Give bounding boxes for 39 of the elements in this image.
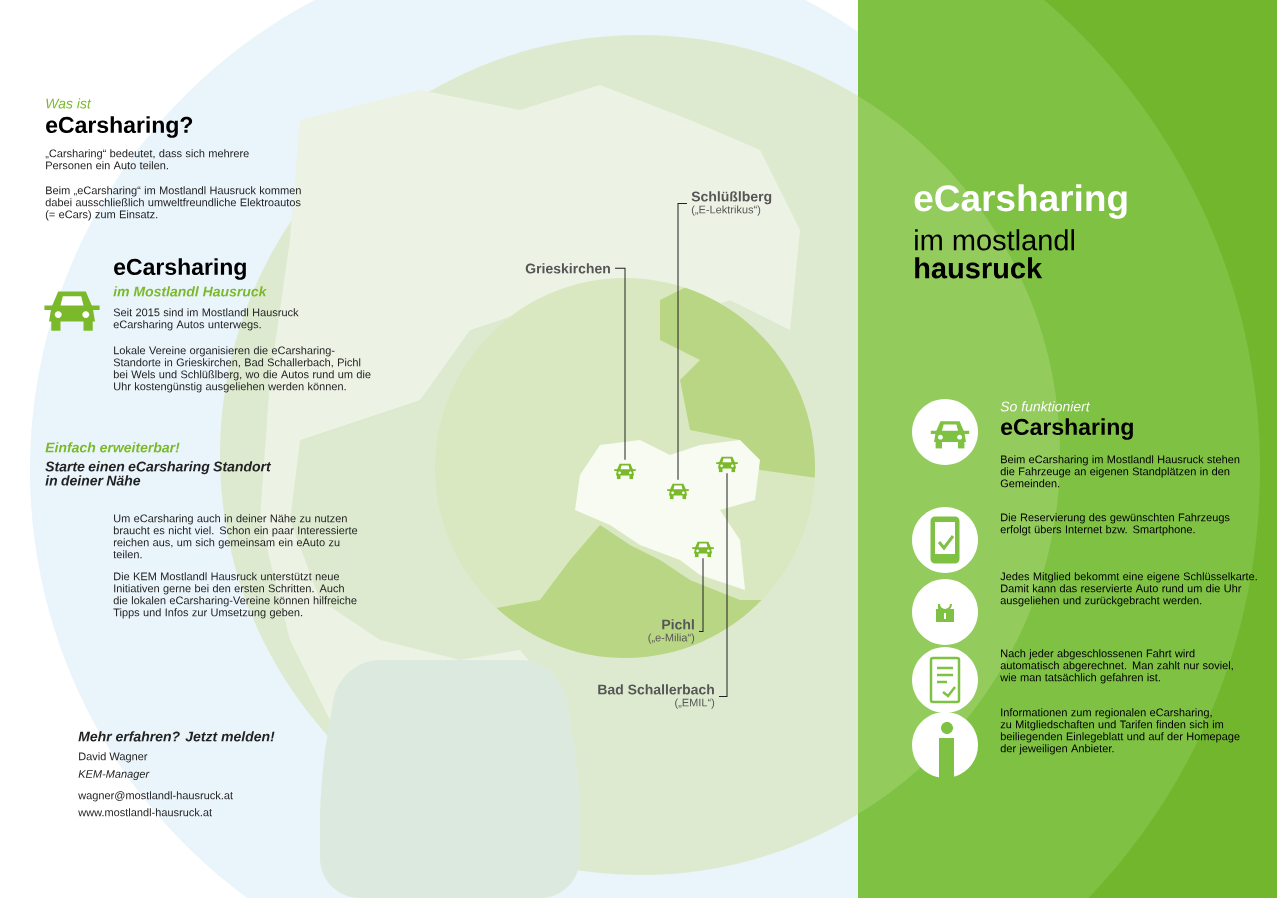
heading: Mehr erfahren? Jetzt melden! — [78, 731, 275, 742]
place-label: Schlüßlberg („E-Lektrikus“) — [691, 191, 772, 216]
paragraph: Die KEM Mostlandl Hausruck unterstützt neue Initiativen gerne bei den ersten Schritten. Auch die lokalen eCarsharing-Vereine können hilfreiche Tipps und Infos zur Umsetzung geben. — [113, 572, 357, 619]
contact-name: David Wagner — [79, 752, 148, 763]
title: eCarsharing — [914, 184, 1127, 219]
place-label: Pichl („e-Milia“) — [648, 619, 695, 644]
heading: Was ist — [46, 98, 92, 109]
car-marker-icon — [667, 483, 689, 500]
paragraph: Jedes Mitglied bekommt eine eigene Schlüsselkarte. Damit kann das reservierte Auto rund um die Uhr ausgeliehen und zurückgebracht werden. — [1000, 572, 1257, 607]
paragraph: Lokale Vereine organisieren die eCarsharing-Standorte in Grieskirchen, Bad Schallerbach, Pichl bei Wels und Schlüßlberg, wo die Autos rund um die Uhr kostengünstig ausgeliehen werden können. — [113, 346, 371, 393]
heading: eCarsharing — [114, 258, 246, 280]
heading: eCarsharing? — [46, 116, 193, 138]
contact-role: KEM-Manager — [78, 770, 150, 781]
paragraph: „Carsharing“ bedeutet, dass sich mehrere Personen ein Auto teilen. — [45, 149, 249, 170]
paragraph: Beim „eCarsharing“ im Mostlandl Hausruck kommen dabei ausschließlich umweltfreundliche Elektroautos (= eCars) zum Einsatz. — [45, 186, 301, 221]
email-address: wagner@mostlandl-hausruck.at — [78, 791, 233, 802]
title: hausruck — [915, 257, 1043, 279]
subheading: im Mostlandl Hausruck — [113, 286, 268, 297]
paragraph: Beim eCarsharing im Mostlandl Hausruck stehen die Fahrzeuge an eigenen Standplätzen in den Gemeinden. — [1000, 455, 1240, 488]
paragraph: Die Reservierung des gewünschten Fahrzeugs erfolgt übers Internet bzw. Smartphone. — [1000, 513, 1230, 536]
subheading: Einfach erweiterbar! — [45, 442, 180, 453]
leader-line — [614, 267, 626, 461]
paragraph: Seit 2015 sind im Mostlandl Hausruck eCarsharing Autos unterwegs. — [113, 308, 299, 331]
paragraph: Informationen zum regionalen eCarsharing, zu Mitgliedschaften und Tarifen finden sich im beiliegenden Einlegeblatt und auf der Homepage der jeweiligen Anbieter. — [1000, 708, 1240, 755]
heading: eCarsharing — [1001, 418, 1133, 440]
heading: Starte einen eCarsharing Standort in deiner Nähe — [45, 461, 272, 486]
leader-line — [698, 557, 704, 632]
place-label: Grieskirchen — [525, 263, 610, 274]
leader-line — [718, 472, 728, 697]
leader-line — [677, 202, 688, 481]
car-marker-icon — [614, 463, 636, 480]
paragraph: Nach jeder abgeschlossenen Fahrt wird automatisch abgerechnet. Man zahlt nur soviel, wie man tatsächlich gefahren ist. — [1000, 649, 1233, 684]
subheading: So funktioniert — [1000, 401, 1091, 412]
car-marker-icon — [716, 456, 738, 473]
place-label: Bad Schallerbach („EMIL“) — [598, 684, 715, 709]
title: im mostlandl — [915, 229, 1074, 251]
paragraph: Um eCarsharing auch in deiner Nähe zu nutzen braucht es nicht viel. Schon ein paar Interessierte reichen aus, um sich gemeinsam ein eAuto zu teilen. — [113, 514, 358, 559]
web-address: www.mostlandl-hausruck.at — [78, 808, 212, 817]
car-marker-icon — [692, 541, 714, 558]
